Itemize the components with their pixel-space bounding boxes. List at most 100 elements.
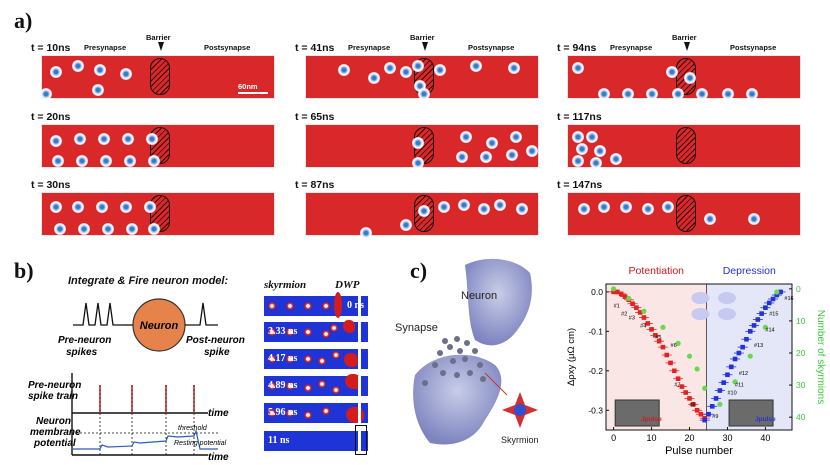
- skyrmion-dot: [494, 199, 506, 211]
- point-annotation: #8: [690, 402, 696, 408]
- skyrmion-dot: [418, 205, 430, 217]
- dwp-time-label: 4.89 ns: [268, 380, 298, 391]
- skyrmion-dot: [96, 201, 108, 213]
- skyrmion-count-point: [732, 379, 738, 385]
- skyrmion-dot: [100, 155, 112, 167]
- skyrmion-dot: [384, 62, 396, 74]
- time-label: t = 10ns: [31, 42, 71, 54]
- time-label: t = 147ns: [557, 179, 603, 191]
- barrier-region: [150, 58, 170, 95]
- x-axis-label: Pulse number: [665, 445, 733, 457]
- skyrmion-dot: [506, 149, 518, 161]
- dwp-time-label: 4.17 ns: [268, 353, 298, 364]
- x-tick-label: 30: [722, 433, 732, 443]
- resistance-point: [763, 305, 768, 310]
- skyrmion-count-point: [774, 289, 780, 295]
- x-tick-label: 10: [647, 433, 657, 443]
- skyrmion-dot: [438, 201, 450, 213]
- skyrmion-dot: [572, 62, 584, 74]
- y-axis-label: Δρxy (μΩ cm): [566, 328, 577, 386]
- skyrmion-dot: [572, 155, 584, 167]
- skyrmion-track: [42, 193, 274, 235]
- resistance-point: [641, 315, 647, 320]
- skyrmion-dot: [286, 355, 294, 363]
- time-label-2: time: [208, 452, 229, 463]
- resistance-point: [759, 311, 764, 316]
- domain-wall: [343, 320, 355, 333]
- resistance-point: [672, 368, 677, 374]
- skyrmion-dot: [470, 60, 482, 72]
- skyrmion-dot: [646, 88, 658, 100]
- presynapse-label: Presynapse: [610, 43, 653, 52]
- pulse-label: Jpulse: [641, 416, 662, 423]
- skyrmion-dot: [598, 201, 610, 213]
- skyrmion-count-point: [747, 353, 753, 359]
- skyrmion-dot: [456, 151, 468, 163]
- panel-c-label: c): [410, 258, 428, 283]
- skyrmion-track: [306, 56, 538, 100]
- y-tick-label: -0.3: [588, 405, 603, 415]
- barrier-label: Barrier: [672, 33, 697, 42]
- resistance-point: [634, 305, 639, 310]
- skyrmion-dot: [268, 302, 276, 310]
- pinning-notch: [358, 322, 361, 342]
- pinning-notch: [358, 296, 361, 316]
- skyrmion-track: [306, 193, 538, 239]
- skyrmion-track: [568, 125, 800, 169]
- dwp-track: 4.89 ns: [264, 374, 368, 396]
- domain-wall: [346, 407, 364, 423]
- skyrmion-dot: [598, 88, 610, 100]
- synapse-inset-icon: [691, 308, 710, 320]
- pinning-notch: [358, 376, 361, 396]
- skyrmion-dot: [578, 203, 590, 215]
- skyrmion-dot: [120, 68, 132, 80]
- x-tick-label: 20: [685, 433, 695, 443]
- domain-wall: [334, 292, 342, 318]
- point-annotation: #13: [754, 343, 763, 349]
- skyrmion-dot: [338, 64, 350, 76]
- skyrmion-count-point: [686, 353, 693, 359]
- dwp-time-label: 3.33 ns: [268, 326, 298, 337]
- resistance-point: [683, 390, 689, 395]
- y2-tick-label: 10: [796, 316, 806, 326]
- point-annotation: #15: [769, 312, 778, 318]
- resistance-point: [774, 292, 780, 298]
- resistance-point: [615, 289, 620, 295]
- skyrmion-track: [568, 56, 800, 100]
- skyrmion-label: skyrmion: [264, 279, 307, 291]
- resistance-point: [653, 332, 658, 338]
- resistance-point: [668, 360, 673, 366]
- resistance-point: [675, 376, 681, 382]
- skyrmion-dot: [704, 213, 716, 225]
- skyrmion-dot: [318, 357, 326, 365]
- neuron-label: Neuron: [140, 320, 179, 332]
- skyrmion-dot: [412, 60, 424, 72]
- skyrmion-track: [306, 125, 538, 169]
- resistance-point: [721, 380, 726, 385]
- skyrmion-count-point: [641, 308, 647, 314]
- skyrmion-dot: [620, 201, 632, 213]
- domain-wall: [344, 353, 358, 367]
- point-annotation: #10: [727, 390, 736, 396]
- dwp-box: [355, 425, 367, 455]
- skyrmion-dot: [610, 153, 622, 165]
- synapse-text: Synapse: [395, 322, 438, 334]
- resistance-point: [706, 411, 711, 417]
- dwp-track: 5.96 ns: [264, 403, 368, 423]
- skyrmion-dot: [286, 328, 294, 336]
- skyrmion-dot: [50, 135, 62, 147]
- point-annotation: #1: [614, 304, 620, 310]
- resistance-point: [770, 296, 776, 302]
- barrier-region: [676, 195, 696, 232]
- skyrmion-dot: [304, 328, 312, 336]
- point-annotation: #11: [735, 383, 744, 389]
- skyrmion-dot: [486, 137, 498, 149]
- resistance-point: [679, 384, 685, 389]
- dwp-track: 3.33 ns: [264, 320, 368, 342]
- skyrmion-count-point: [694, 366, 700, 372]
- input-spikes: [73, 302, 123, 326]
- skyrmion-dot: [672, 88, 684, 100]
- pulse-label: Jpulse: [755, 416, 776, 423]
